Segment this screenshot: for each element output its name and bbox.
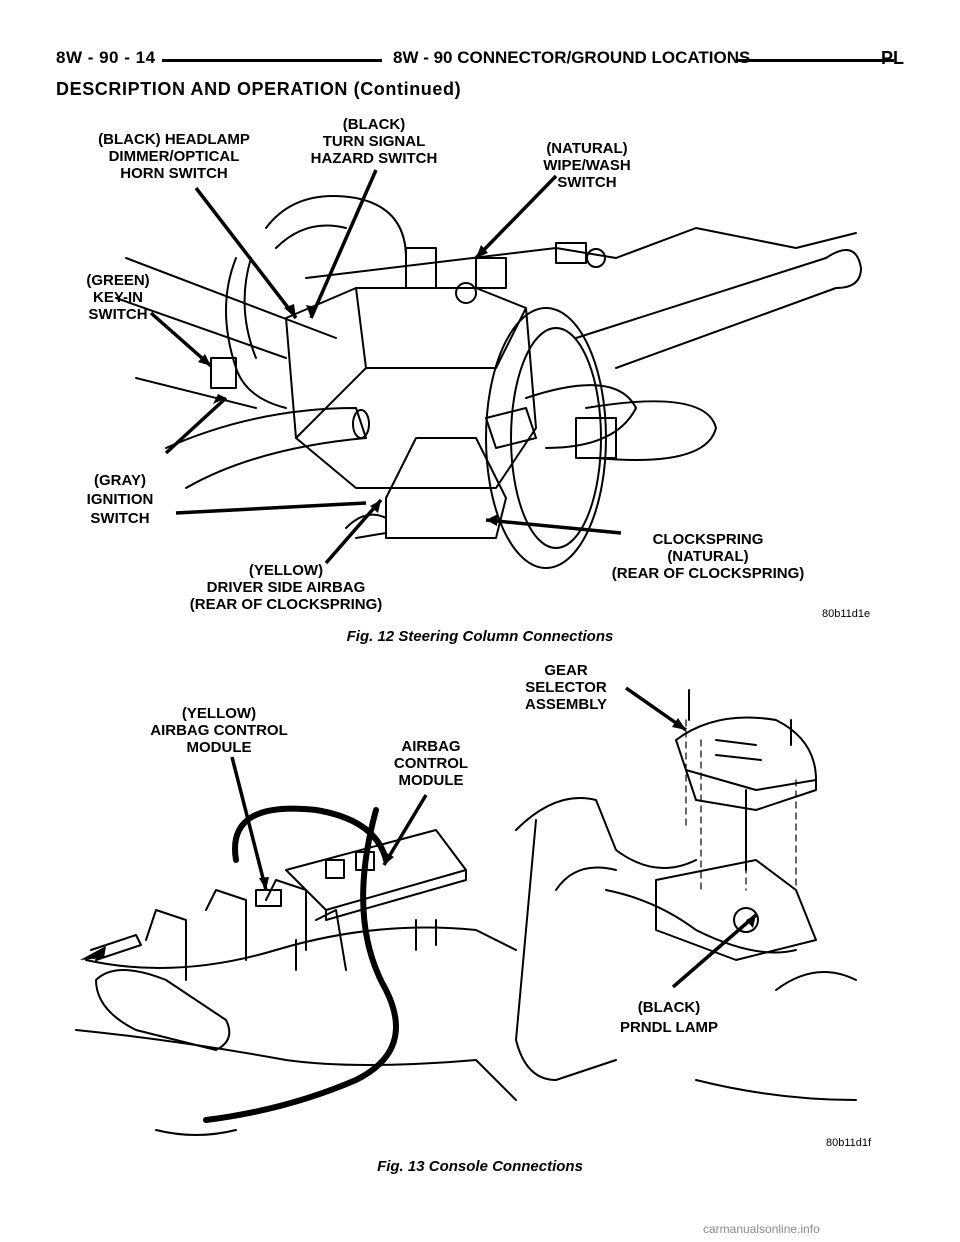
figure-13: GEAR SELECTOR ASSEMBLY (YELLOW) AIRBAG C… [56, 660, 904, 1180]
section-heading: DESCRIPTION AND OPERATION (Continued) [56, 79, 462, 99]
header-rule-right [736, 59, 894, 62]
label-turn-signal-switch: (BLACK) TURN SIGNAL HAZARD SWITCH [310, 116, 438, 167]
label-airbag-control-module: AIRBAG CONTROL MODULE [393, 738, 469, 789]
label-clockspring: CLOCKSPRING (NATURAL) (REAR OF CLOCKSPRI… [611, 531, 805, 582]
label-headlamp-switch: (BLACK) HEADLAMP DIMMER/OPTICAL HORN SWI… [98, 131, 250, 182]
steering-column-illustration [115, 169, 862, 569]
page-number: 8W - 90 - 14 [56, 48, 156, 67]
console-illustration [75, 686, 857, 1136]
section-title: 8W - 90 CONNECTOR/GROUND LOCATIONS [393, 48, 751, 67]
label-driver-airbag: (YELLOW) DRIVER SIDE AIRBAG (REAR OF CLO… [189, 562, 383, 613]
vehicle-code: PL [880, 48, 904, 68]
watermark-footer: carmanualsonline.info [703, 1222, 820, 1236]
figure-12: (BLACK) HEADLAMP DIMMER/OPTICAL HORN SWI… [56, 108, 904, 653]
label-gear-selector: GEAR SELECTOR ASSEMBLY [525, 662, 607, 713]
label-key-in-switch: (GREEN) KEY-IN SWITCH [86, 272, 150, 323]
label-ignition-switch: (GRAY) IGNITION SWITCH [86, 472, 154, 527]
figure-12-code: 80b11d1e [822, 608, 871, 620]
figure-13-code: 80b11d1f [826, 1137, 872, 1149]
label-prndl-lamp: (BLACK) PRNDL LAMP [619, 999, 719, 1036]
label-yellow-airbag-control-module: (YELLOW) AIRBAG CONTROL MODULE [150, 705, 288, 756]
running-header: 8W - 90 - 14 8W - 90 CONNECTOR/GROUND LO… [56, 36, 904, 76]
figure-12-caption: Fig. 12 Steering Column Connections [346, 628, 614, 645]
label-wipe-wash-switch: (NATURAL) WIPE/WASH SWITCH [543, 140, 631, 191]
figure-13-caption: Fig. 13 Console Connections [377, 1158, 583, 1175]
header-rule-left [162, 59, 382, 62]
